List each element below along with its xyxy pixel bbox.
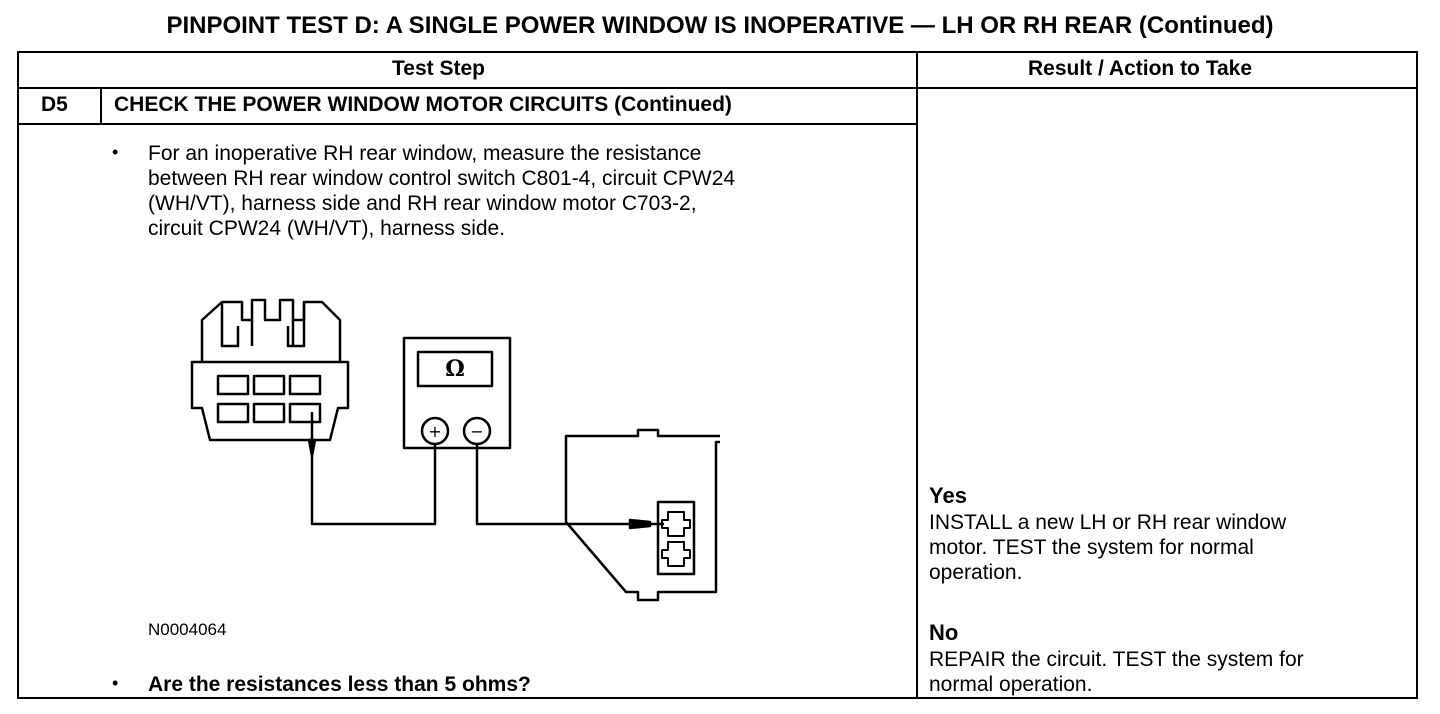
- step-id: D5: [41, 93, 68, 116]
- pinpoint-test-table: [17, 51, 1418, 699]
- header-divider: [17, 87, 1418, 89]
- plus-terminal-label: +: [428, 422, 441, 441]
- ohmmeter-icon: [402, 336, 512, 450]
- resistance-test-diagram: Ω + −: [190, 298, 720, 602]
- bullet-dot: •: [112, 673, 119, 693]
- header-test-step: Test Step: [392, 57, 485, 80]
- action-line: REPAIR the circuit. TEST the system for: [929, 648, 1304, 671]
- instruction-line: For an inoperative RH rear window, measu…: [148, 142, 702, 165]
- result-no-action: REPAIR the circuit. TEST the system for …: [929, 647, 1399, 697]
- step-heading: CHECK THE POWER WINDOW MOTOR CIRCUITS (C…: [114, 93, 732, 116]
- step-question: Are the resistances less than 5 ohms?: [148, 673, 531, 696]
- motor-connector-icon: [564, 428, 720, 602]
- ohm-symbol: Ω: [445, 356, 465, 382]
- page-title: PINPOINT TEST D: A SINGLE POWER WINDOW I…: [166, 12, 1274, 39]
- step-id-divider: [100, 87, 102, 124]
- switch-connector-icon: [190, 298, 350, 442]
- action-line: INSTALL a new LH or RH rear window: [929, 511, 1287, 534]
- action-line: normal operation.: [929, 673, 1093, 696]
- result-yes-label: Yes: [929, 483, 967, 508]
- column-divider: [916, 51, 918, 699]
- instruction-line: (WH/VT), harness side and RH rear window…: [148, 192, 697, 215]
- action-line: motor. TEST the system for normal: [929, 536, 1254, 559]
- figure-id: N0004064: [148, 620, 227, 639]
- bullet-dot: •: [112, 142, 119, 162]
- minus-terminal-label: −: [470, 422, 483, 441]
- header-result-action: Result / Action to Take: [1028, 57, 1253, 80]
- action-line: operation.: [929, 561, 1023, 584]
- step-instruction: For an inoperative RH rear window, measu…: [148, 141, 735, 241]
- result-yes-action: INSTALL a new LH or RH rear window motor…: [929, 510, 1399, 585]
- instruction-line: circuit CPW24 (WH/VT), harness side.: [148, 217, 506, 240]
- result-no-label: No: [929, 620, 959, 645]
- instruction-line: between RH rear window control switch C8…: [148, 167, 736, 190]
- step-heading-divider: [17, 123, 917, 125]
